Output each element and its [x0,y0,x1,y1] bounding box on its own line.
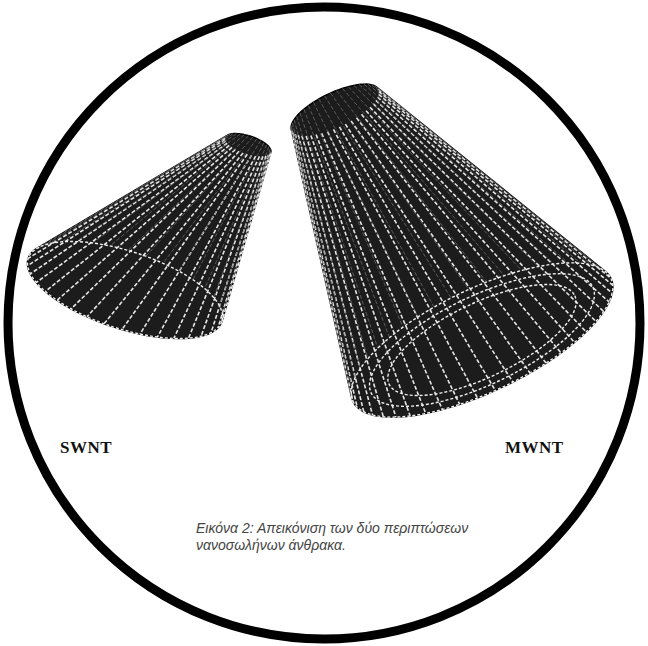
tube-body [27,134,271,339]
lattice-stripe [378,89,611,278]
lattice-stripe [345,124,513,382]
lattice-stripe [36,143,227,282]
lattice-stripe [302,136,383,417]
lattice-stripe [205,145,267,289]
lattice-stripe [368,84,581,263]
lattice-stripe [291,128,351,394]
circle-frame [8,7,640,639]
lattice-stripe [298,135,372,415]
lattice-stripe [325,96,451,298]
lattice-stripe [222,151,270,315]
lattice-stripe [337,91,487,282]
lattice-stripe [373,104,596,322]
lattice-stripe [76,134,236,242]
lattice-stripe [28,138,225,259]
lattice-stripe [220,149,271,306]
lattice-stripe [331,93,469,289]
tube-end-ring [370,274,595,407]
tube-end-ring [388,284,576,395]
lattice-stripe [372,85,592,265]
lattice-stripe [377,87,607,272]
mwnt-tube [291,84,613,417]
lattice-stripe [291,126,352,387]
lattice-stripe [316,135,426,414]
lattice-stripe [49,134,230,244]
lattice-stripe [300,113,378,348]
figure-caption: Εικόνα 2: Απεικόνιση των δύο περιπτώσεων… [196,520,496,554]
lattice-stripe [214,147,269,298]
lattice-stripe [364,84,568,263]
lattice-stripe [379,92,613,286]
tube-label: SWNT [60,438,112,458]
tube-end-ring [27,241,222,338]
nanotube-group [27,84,613,417]
lattice-stripe [313,102,417,317]
lattice-stripe [322,133,443,409]
lattice-stripe [294,120,360,369]
lattice-stripe [342,88,504,275]
lattice-stripe [319,99,434,307]
swnt-tube [27,134,271,339]
lattice-stripe [306,136,396,417]
lattice-stripe [179,141,261,272]
lattice-stripe [362,114,562,353]
lattice-stripe [297,116,368,358]
lattice-stripe [39,135,228,247]
lattice-stripe [174,156,260,338]
lattice-stripe [304,109,390,337]
lattice-stripe [333,129,477,398]
lattice-stripe [93,134,241,243]
lattice-stripe [128,136,249,251]
tube-label: MWNT [505,438,564,458]
tube-end-ring [351,263,613,417]
lattice-stripe [348,87,521,271]
lattice-stripe [28,139,226,265]
lattice-stripe [57,147,232,300]
lattice-stripe [354,85,538,266]
lattice-stripe [375,86,601,268]
lattice-stripe [351,121,530,373]
tube-body [291,84,613,417]
lattice-stripe [110,135,244,246]
lattice-stripe [359,84,554,264]
lattice-stripe [45,145,229,291]
lattice-stripe [32,136,226,252]
lattice-stripe [308,106,402,327]
